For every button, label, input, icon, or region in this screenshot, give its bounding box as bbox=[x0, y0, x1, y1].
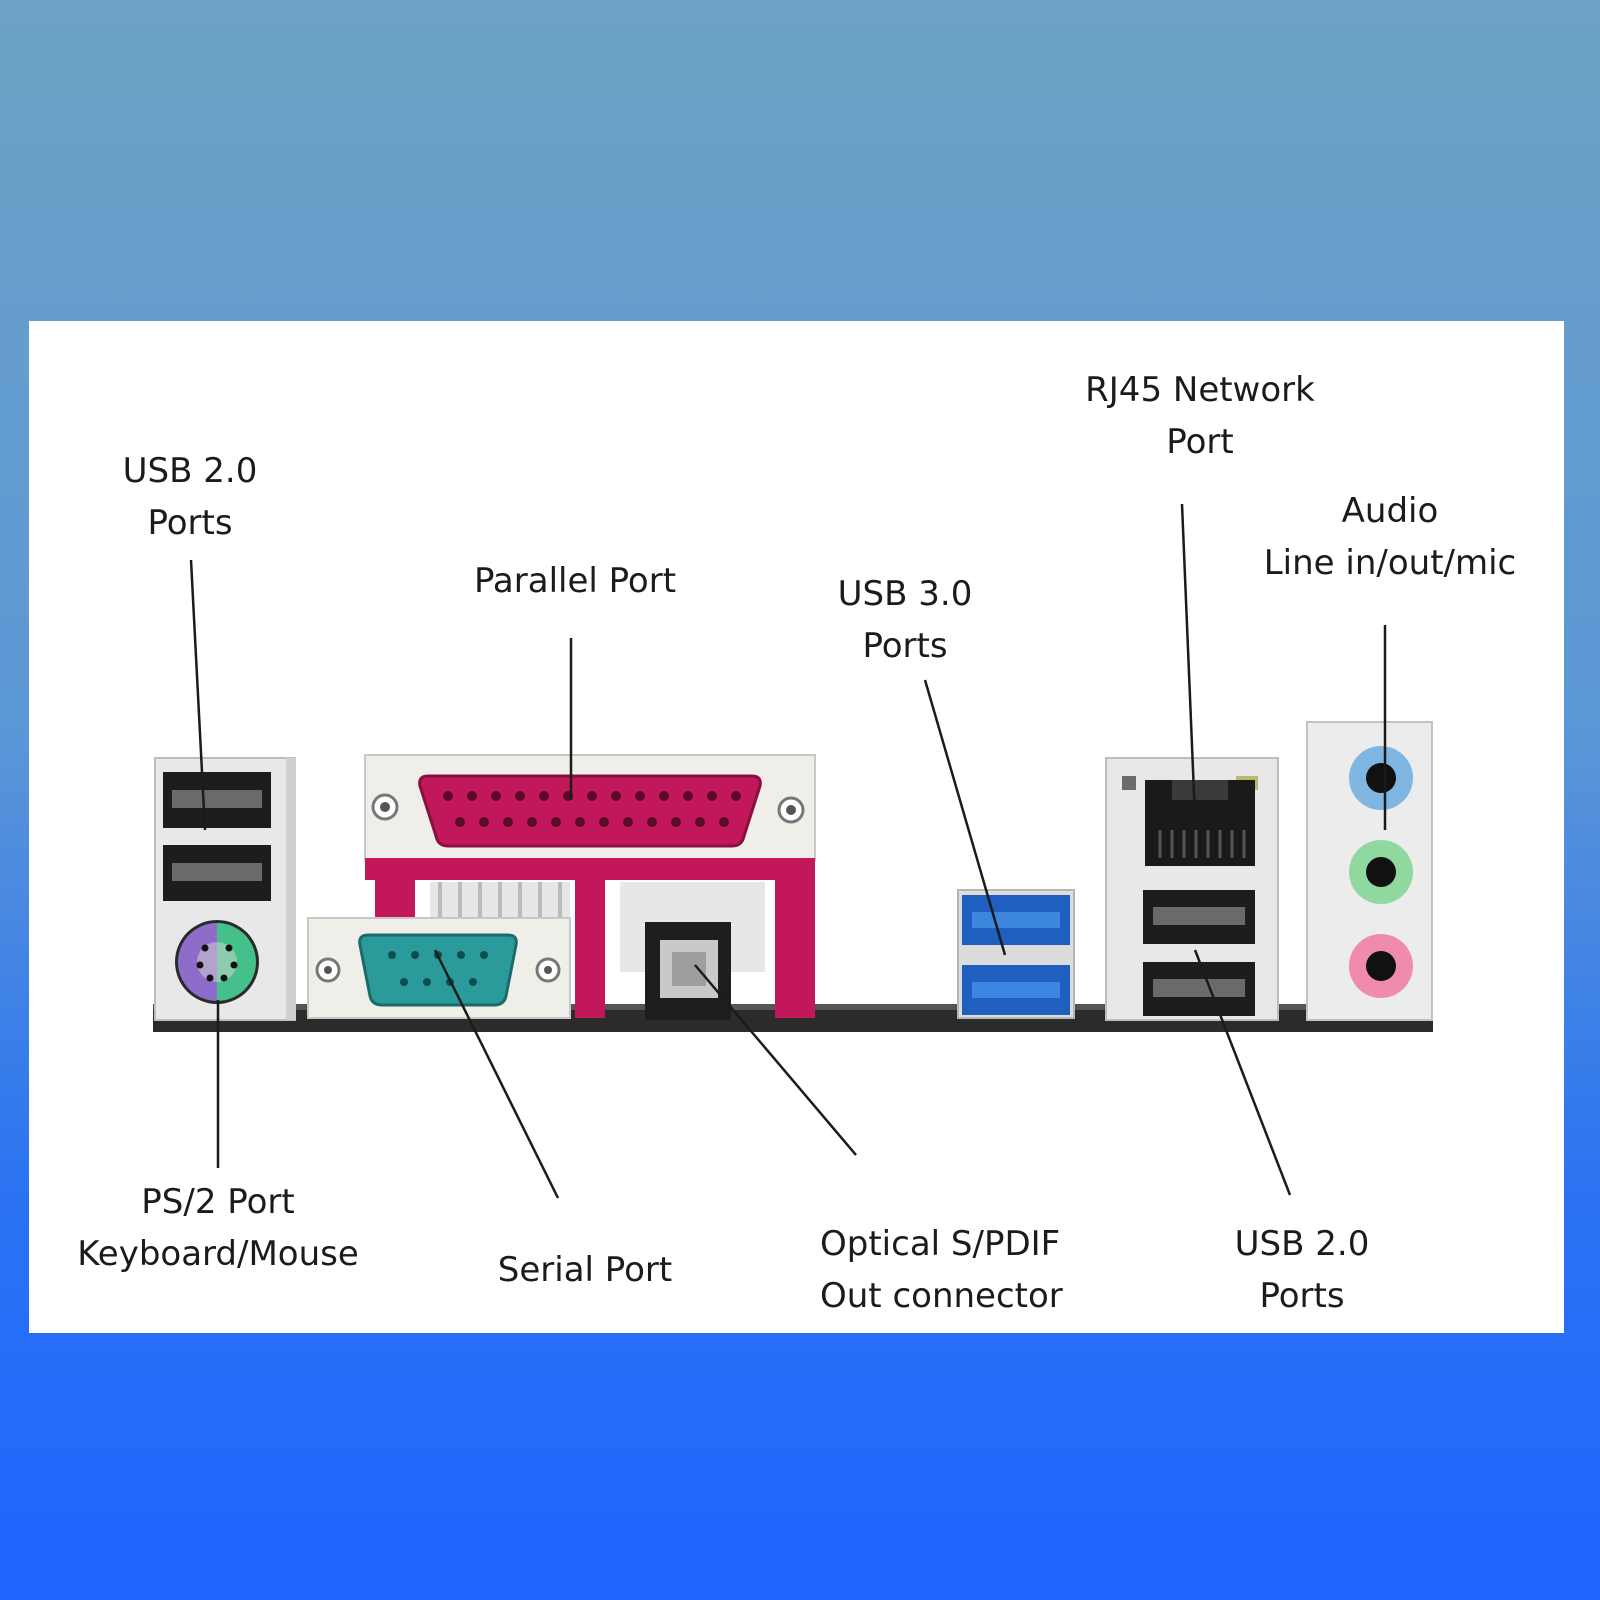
rj45-usb-stack bbox=[1105, 757, 1279, 1021]
parallel-port bbox=[418, 774, 762, 848]
label-parallel-port: Parallel Port bbox=[473, 561, 677, 601]
leader-serial bbox=[433, 949, 560, 1199]
audio-mic-jack bbox=[1349, 934, 1413, 998]
usb30-port-1 bbox=[962, 895, 1070, 945]
optical-spdif-connector bbox=[645, 922, 731, 1020]
serial-port-bracket bbox=[307, 917, 571, 1019]
label-audio: Audio Line in/out/mic bbox=[1263, 491, 1517, 583]
leader-spdif bbox=[694, 964, 857, 1156]
leader-usb20-left bbox=[189, 559, 207, 831]
leader-usb20-right bbox=[1193, 949, 1292, 1196]
label-serial-port: Serial Port bbox=[497, 1250, 673, 1290]
audio-line-in-jack bbox=[1349, 746, 1413, 810]
serial-port bbox=[358, 933, 518, 1007]
leader-usb30 bbox=[923, 679, 1007, 956]
usb30-ports-stack bbox=[957, 889, 1075, 1019]
label-usb20-right: USB 2.0 Ports bbox=[1234, 1224, 1370, 1316]
audio-jacks-stack bbox=[1306, 721, 1433, 1021]
label-ps2: PS/2 Port Keyboard/Mouse bbox=[77, 1182, 359, 1274]
label-spdif: Optical S/PDIF Out connector bbox=[820, 1224, 1063, 1316]
usb30-port-2 bbox=[962, 965, 1070, 1015]
audio-line-out-jack bbox=[1349, 840, 1413, 904]
label-usb20-left: USB 2.0 Ports bbox=[122, 451, 258, 543]
left-usb-ps2-stack bbox=[154, 757, 296, 1021]
usb20-port-left-2 bbox=[163, 845, 271, 901]
usb20-port-right-1 bbox=[1143, 890, 1255, 944]
leader-rj45 bbox=[1180, 503, 1197, 819]
usb20-port-left-1 bbox=[163, 772, 271, 828]
usb20-port-right-2 bbox=[1143, 962, 1255, 1016]
label-rj45: RJ45 Network Port bbox=[1085, 370, 1315, 462]
parallel-port-bracket bbox=[364, 754, 816, 1018]
ps2-port bbox=[175, 920, 259, 1004]
label-usb30: USB 3.0 Ports bbox=[837, 574, 973, 666]
rj45-network-port bbox=[1145, 780, 1255, 866]
